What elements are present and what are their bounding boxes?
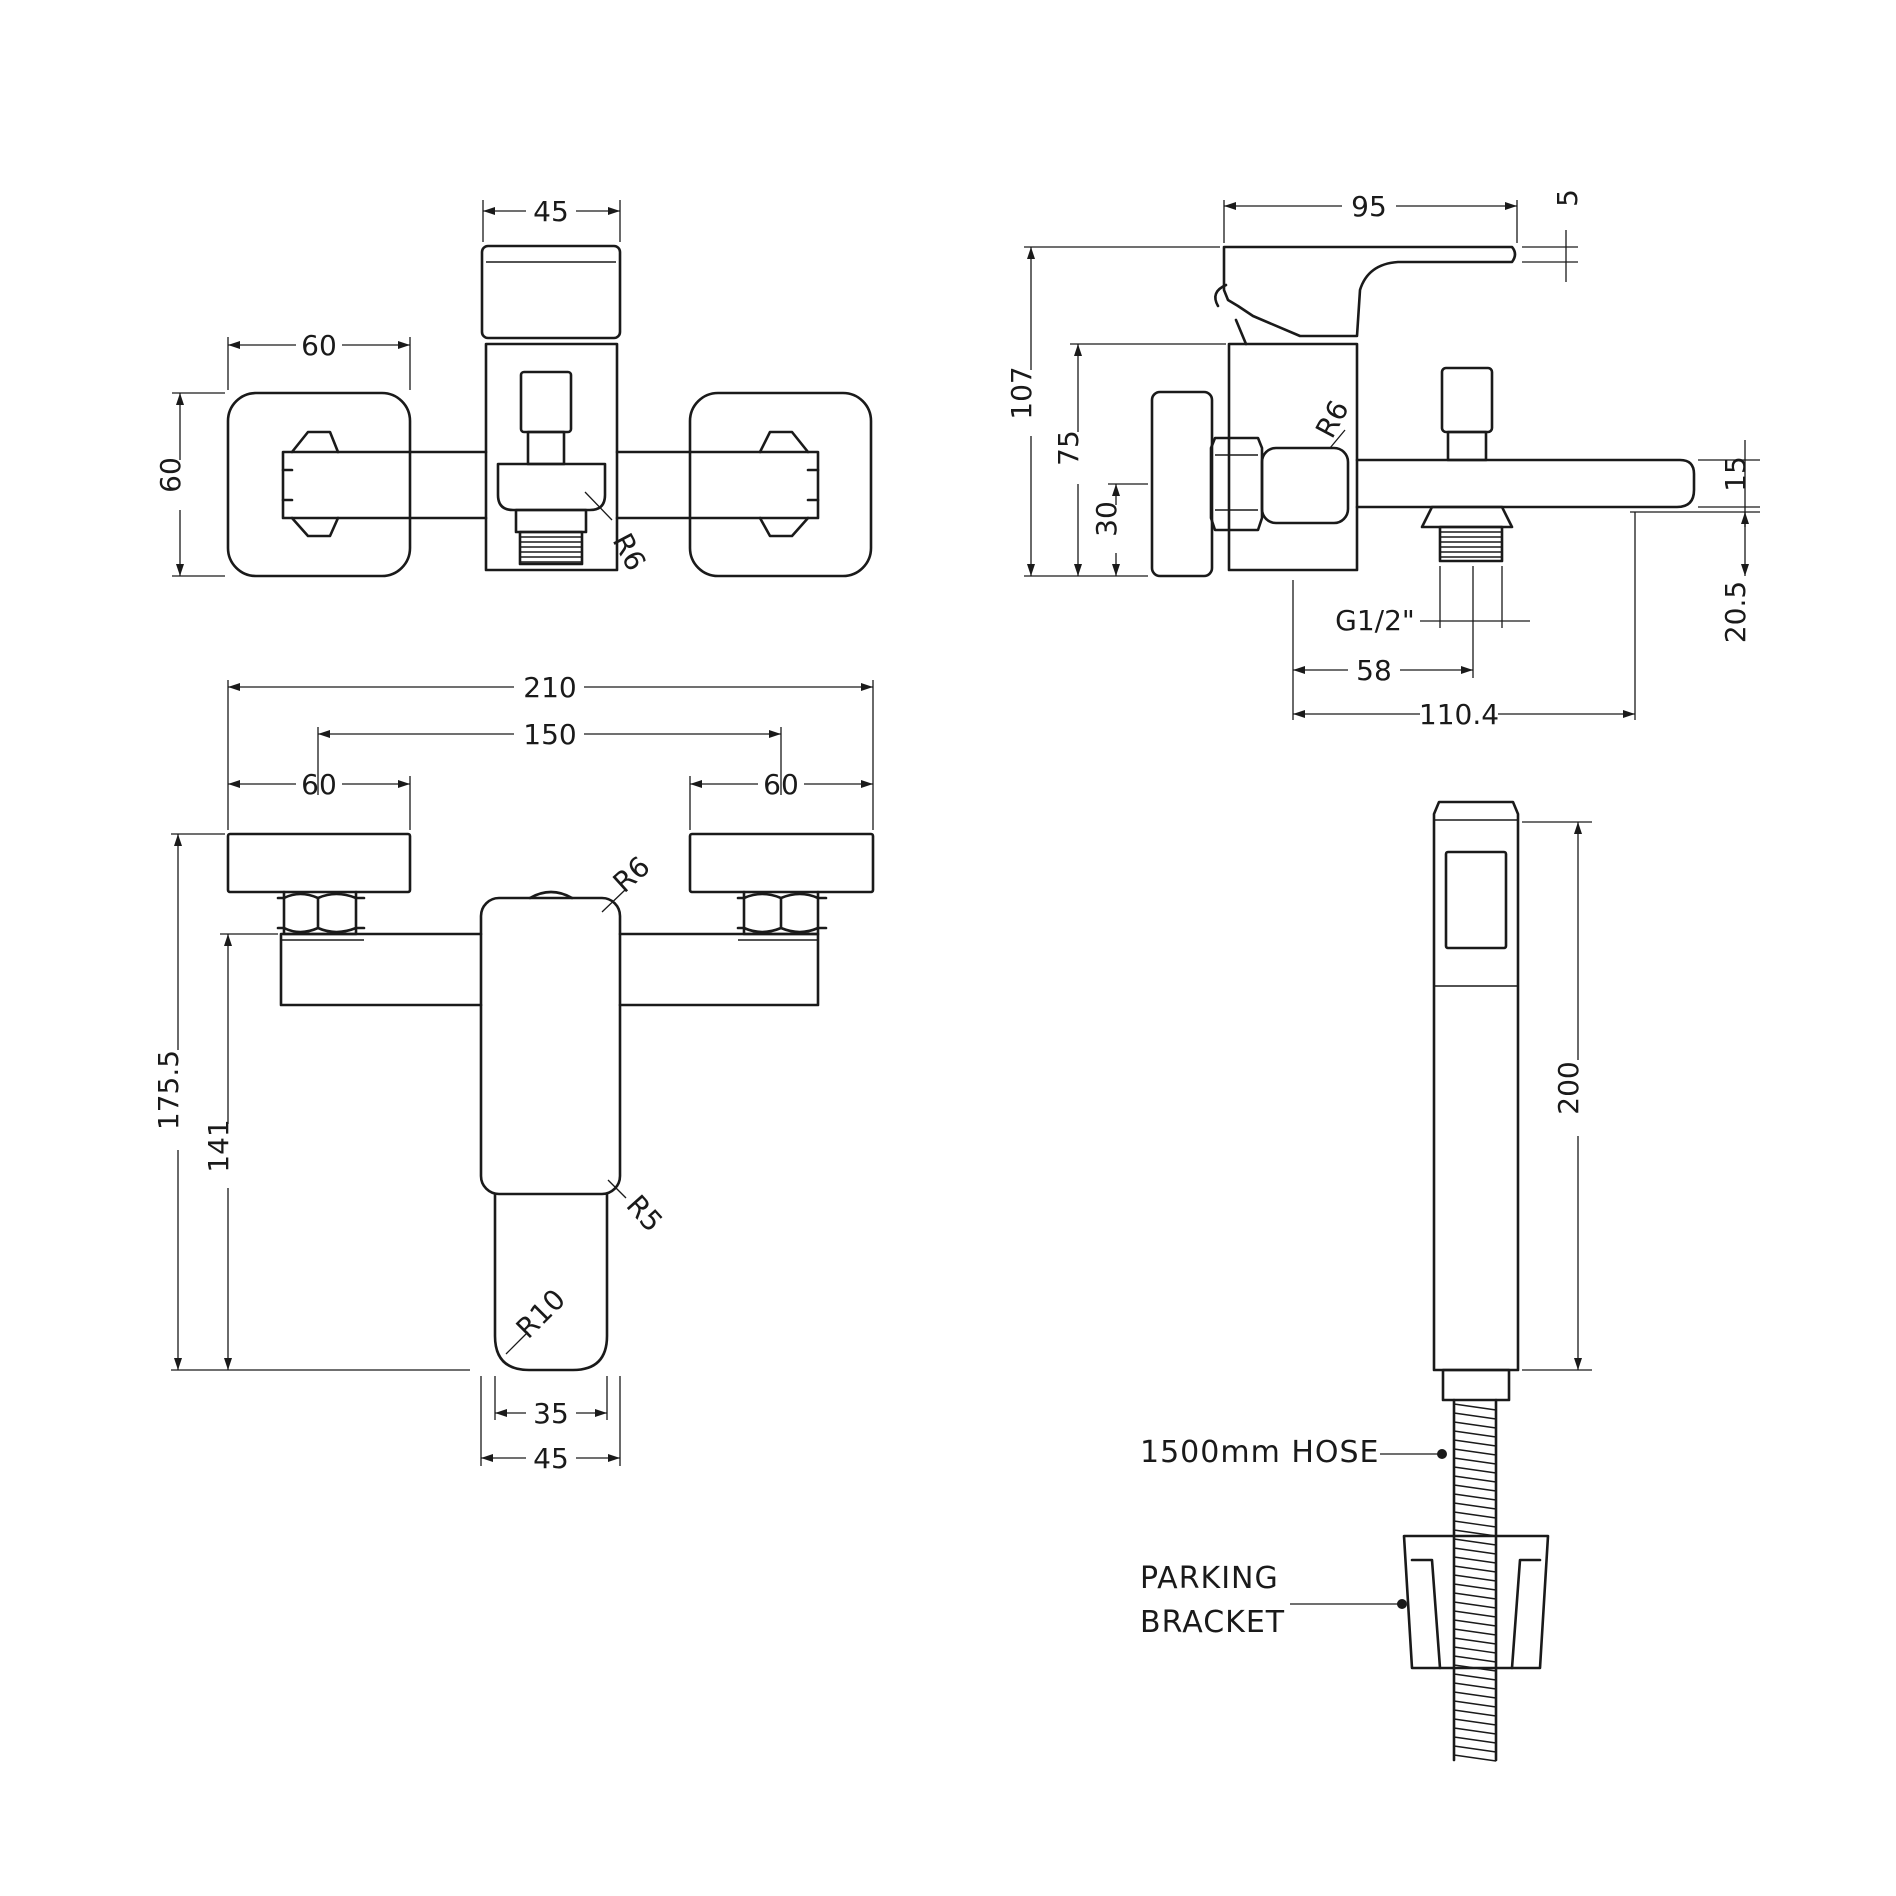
side-wall-plate [1150,390,1214,578]
handset-length-label: 200 [1552,1061,1585,1114]
top-right-wall-plate [688,391,873,578]
side-spout [1355,458,1696,509]
front-right-plate-width-dim: 60 [689,768,873,830]
top-spout-width-label: 45 [533,195,569,228]
side-backplate-height-label: 30 [1090,501,1123,537]
parking-bracket [1402,1534,1550,1670]
handset-body [1432,800,1520,1372]
front-body [479,896,622,1196]
side-outlet-distance-dim: 58 [1292,566,1474,720]
front-right-plate-width-label: 60 [763,768,799,801]
front-centres-dim: 150 [317,718,782,795]
front-right-nut [736,890,828,936]
handset-spray-face [1444,850,1508,950]
hose-label: 1500mm HOSE [1140,1435,1380,1470]
top-lever [480,244,622,340]
top-plate-height-label: 60 [154,457,187,493]
front-overall-width-dim: 210 [227,671,874,830]
front-overall-height-dim: 175.5 [152,833,470,1371]
front-left-wall-plate [226,832,412,894]
side-lever [1222,245,1517,338]
top-outlet-thread [518,530,584,566]
front-view: 210 150 60 60 [152,671,875,1475]
top-right-nut [758,430,820,538]
front-overall-height-label: 175.5 [152,1050,185,1130]
top-left-wall-plate [226,391,412,578]
side-body-height-dim: 75 [1052,343,1226,576]
front-left-plate-width-dim: 60 [228,768,411,830]
front-body-height-dim: 141 [202,933,278,1370]
hose [1452,1398,1498,1762]
front-centres-label: 150 [523,718,576,751]
front-right-wall-plate [688,832,875,894]
top-connecting-bar [281,450,820,520]
side-lever-length-label: 95 [1351,190,1387,223]
side-lever-thickness-dim: 5 [1522,189,1584,282]
front-body-width-dim: 45 [480,1376,621,1475]
front-lever-radius-label: R10 [510,1283,572,1345]
top-plate-width-label: 60 [301,329,337,362]
front-lever [493,1192,609,1372]
bracket-label-line2: BRACKET [1140,1605,1285,1640]
side-diverter-knob [1440,366,1494,434]
side-outlet-offset-dim: 20.5 [1630,511,1760,643]
front-lower-radius-label: R5 [620,1189,669,1239]
side-cartridge [1260,446,1350,525]
top-plate-width-dim: 60 [227,329,411,390]
handset-view: 200 1500mm HOSE PARKING BRACKET [1140,800,1592,1762]
side-lever-thickness-label: 5 [1551,189,1584,207]
top-view: 45 60 60 R6 [154,195,873,578]
top-diverter [496,462,607,512]
front-overall-width-label: 210 [523,671,576,704]
front-body-radius-label: R6 [607,850,657,899]
side-outlet-offset-label: 20.5 [1719,581,1752,643]
side-thread-size-label: G1/2" [1335,604,1415,637]
handset-length-dim: 200 [1522,821,1592,1371]
front-body-width-label: 45 [533,1442,569,1475]
side-body [1227,342,1359,572]
side-projection-label: 110.4 [1419,698,1499,731]
top-left-nut [281,430,340,538]
handset-connector [1441,1368,1511,1402]
side-overall-height-label: 107 [1005,366,1038,419]
top-cartridge-stem [519,370,573,434]
front-left-plate-width-label: 60 [301,768,337,801]
front-lever-width-label: 35 [533,1397,569,1430]
top-plate-height-dim: 60 [154,392,225,577]
side-body-radius-label: R6 [1309,395,1356,443]
side-nut [1209,436,1264,532]
side-overall-height-dim: 107 [1005,246,1220,577]
side-thread-size-dim: G1/2" [1335,566,1530,637]
front-lever-width-dim: 35 [494,1376,608,1430]
bracket-label-line1: PARKING [1140,1561,1279,1596]
top-body-column [484,342,619,572]
side-lever-length-dim: 95 [1223,190,1518,243]
side-spout-thickness-label: 15 [1719,456,1752,492]
side-body-height-label: 75 [1052,430,1085,466]
side-outlet-thread [1438,525,1504,563]
front-left-nut [276,890,366,936]
top-spout-width-dim: 45 [482,195,621,242]
side-projection-dim: 110.4 [1293,512,1636,731]
front-body-height-label: 141 [202,1119,235,1172]
side-spout-thickness-dim: 15 [1698,440,1760,527]
front-connecting-bar [279,932,820,1007]
side-view: 95 5 107 75 [1005,189,1760,731]
side-outlet-distance-label: 58 [1356,654,1392,687]
side-backplate-height-dim: 30 [1090,483,1148,576]
